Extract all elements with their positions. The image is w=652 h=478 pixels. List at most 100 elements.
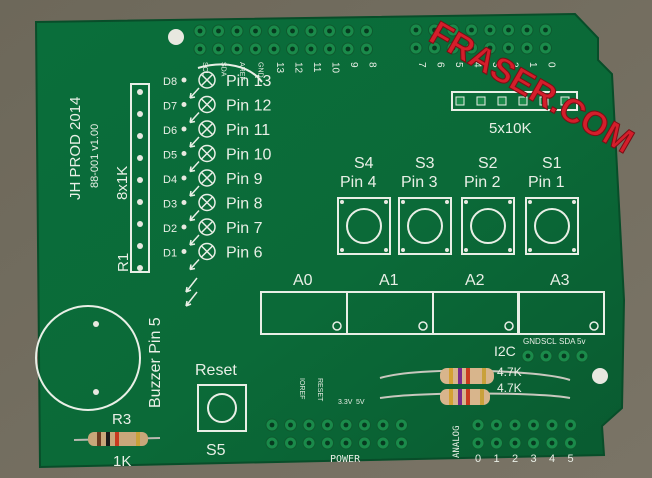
- header-pad-left-hole: [216, 28, 221, 34]
- buzzer-label-group: Buzzer Pin 5: [147, 317, 164, 408]
- dip-pad: [560, 96, 570, 106]
- r3-value: 1K: [113, 453, 131, 470]
- header-pad-left-hole: [197, 28, 203, 34]
- header-pad-left-hole: [253, 46, 258, 52]
- analog-pad-hole: [568, 422, 573, 428]
- header-pin-label: 3: [490, 62, 501, 68]
- dip-pad: [455, 96, 465, 106]
- led-outline: [198, 144, 216, 163]
- header-label-group: AREF: [238, 62, 245, 81]
- header-pad-left-hole: [234, 46, 240, 52]
- header-pad-left-hole: [327, 28, 332, 34]
- i2c-pad-hole: [543, 353, 549, 359]
- led-pin-label: Pin 12: [226, 98, 271, 115]
- header-pin-label: 6: [435, 62, 446, 68]
- header-pin-label: 4: [472, 62, 483, 68]
- led-pin-label: Pin 8: [226, 196, 263, 213]
- header-pad-right-hole: [469, 45, 474, 51]
- header-pad-right-hole: [432, 45, 437, 51]
- r1-label-group: R1: [115, 253, 132, 272]
- switch-pin: [384, 200, 388, 204]
- power-label: POWER: [330, 454, 361, 465]
- switch-pin: [384, 248, 388, 252]
- header-pad-right-hole: [413, 45, 419, 51]
- i2c-pad-hole: [579, 353, 585, 359]
- led-symbol: [200, 244, 214, 259]
- led-arrow: [185, 291, 198, 307]
- header-pad-left-hole: [197, 46, 203, 52]
- led-arrow: [189, 185, 200, 197]
- analog-pin-label: 1: [494, 453, 500, 465]
- analog-block-marker: [504, 321, 514, 331]
- led-pin: [181, 102, 187, 107]
- led-pin: [181, 77, 187, 83]
- switch-pin: [445, 248, 449, 252]
- led-arrow: [189, 160, 200, 173]
- resistor-array-pin: [137, 155, 143, 161]
- led-pin-label: Pin 9: [226, 171, 263, 188]
- analog-block-label: A0: [293, 272, 313, 289]
- led-symbol: [200, 97, 214, 112]
- header-pin-label: 10: [330, 62, 341, 74]
- led-arrow: [189, 136, 200, 148]
- header-pad-left-hole: [308, 46, 314, 52]
- dip-pad: [539, 96, 549, 106]
- resistor-array-outline: [130, 83, 150, 273]
- header-pad-right-hole: [543, 45, 548, 51]
- led-designator: D1: [163, 248, 177, 260]
- led-arrow: [189, 209, 200, 222]
- r-value-b: 4.7K: [497, 381, 522, 395]
- led-symbol: [200, 146, 214, 161]
- led-pin: [181, 224, 187, 230]
- power-pad-hole: [343, 422, 349, 428]
- power-pad-hole: [325, 440, 330, 446]
- header-pad-left-hole: [327, 46, 332, 52]
- led-symbol: [200, 122, 214, 136]
- led-pin: [181, 175, 187, 181]
- power-pad-hole: [269, 440, 275, 446]
- header-label-group: 10: [330, 62, 341, 74]
- resistor-array-pin: [137, 243, 143, 249]
- header-pin-label: 7: [416, 62, 427, 68]
- header-label-group: 3: [490, 62, 501, 68]
- power-pad-hole: [269, 422, 275, 428]
- analog-pad-hole: [549, 440, 555, 446]
- resistor-array-label: 8x1K: [114, 166, 131, 200]
- header-pad-left-hole: [271, 46, 277, 52]
- resistor-array-pin: [137, 111, 143, 117]
- led-arrow: [185, 277, 198, 293]
- resistor-array-pads: [137, 89, 143, 271]
- analog-pad-hole: [549, 422, 555, 428]
- power-pad-hole: [343, 440, 349, 446]
- led-outline: [198, 95, 216, 114]
- led-outline: [198, 218, 216, 236]
- i2c-pin-label: SCL: [541, 337, 557, 346]
- switch-pin-label: Pin 2: [464, 174, 501, 191]
- switch-pin: [572, 200, 576, 204]
- led-arrow: [189, 234, 200, 246]
- led-outline: [198, 120, 216, 138]
- analog-pin-label: 3: [531, 453, 537, 465]
- mounting-hole-top: [168, 29, 184, 45]
- reset-switch-circle: [207, 393, 237, 423]
- led-pin-label: Pin 10: [226, 147, 271, 164]
- i2c-pad-hole: [561, 353, 567, 359]
- header-pin-label: 8: [367, 62, 378, 68]
- header-pin-label: 2: [509, 62, 520, 68]
- header-pin-label: 1: [527, 62, 538, 68]
- switch-designator: S1: [542, 155, 562, 172]
- dip-pad: [476, 96, 486, 106]
- dip-pads: [455, 96, 570, 106]
- switch-circle: [407, 208, 443, 244]
- analog-pad-hole: [512, 440, 518, 446]
- header-label-group: 4: [472, 62, 483, 68]
- led-symbol: [200, 220, 214, 234]
- header-label-group: 1: [527, 62, 538, 68]
- header-pad-right-hole: [450, 45, 456, 51]
- switch-pin: [340, 248, 344, 252]
- switch-circle: [346, 208, 382, 244]
- analog-block-marker: [418, 321, 428, 331]
- analog-block-marker: [332, 321, 342, 331]
- switch-pin: [401, 200, 405, 204]
